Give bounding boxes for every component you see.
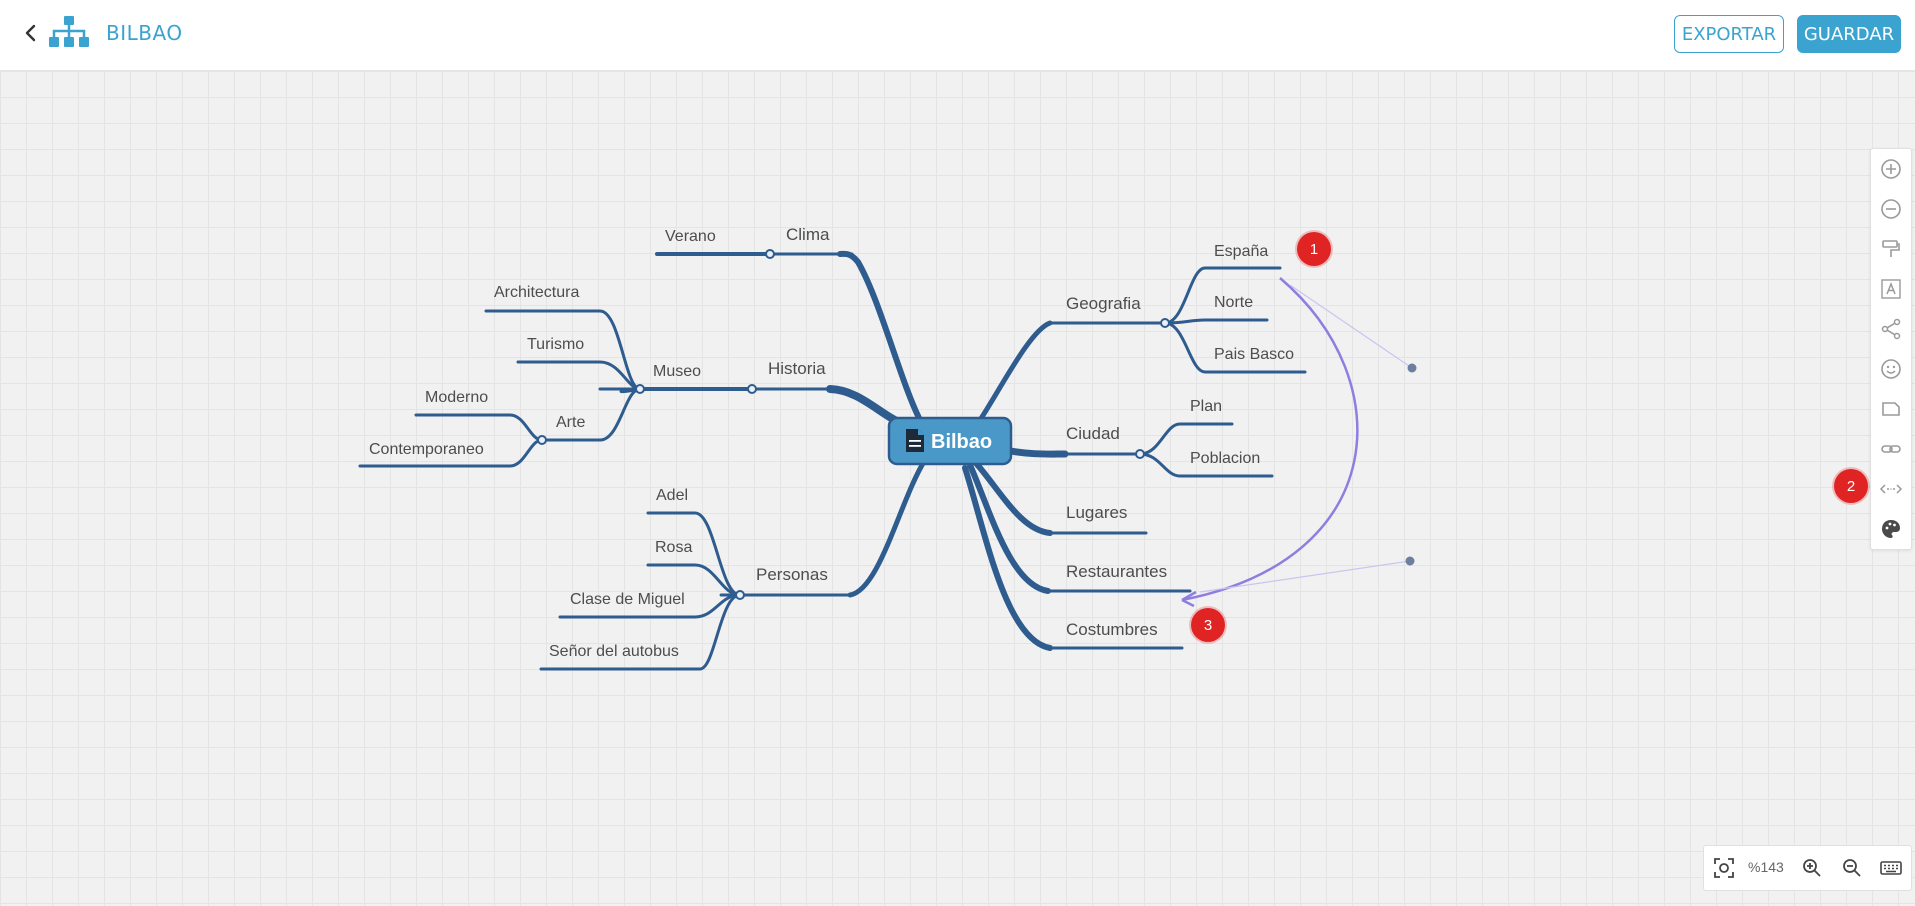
topic-plan: Plan bbox=[1190, 398, 1222, 415]
add-topic-icon[interactable] bbox=[1879, 157, 1903, 181]
topic-adel: Adel bbox=[656, 487, 688, 504]
export-button[interactable]: EXPORTAR bbox=[1674, 15, 1784, 53]
badge-1: 1 bbox=[1297, 232, 1331, 266]
branch-restaurantes bbox=[967, 462, 1051, 594]
topic-ciudad: Ciudad bbox=[1066, 424, 1120, 443]
mindmap-canvas[interactable]: Bilbao Clima Verano Historia Museo Archi… bbox=[0, 71, 1915, 906]
badge-3: 3 bbox=[1191, 608, 1225, 642]
zoom-in-icon[interactable] bbox=[1800, 856, 1824, 880]
zoom-out-icon[interactable] bbox=[1840, 856, 1864, 880]
topic-clima: Clima bbox=[786, 225, 830, 244]
relationship-line[interactable] bbox=[1181, 277, 1417, 608]
zoom-level: %143 bbox=[1748, 859, 1784, 875]
topic-architectura: Architectura bbox=[494, 284, 579, 301]
topic-restaurantes: Restaurantes bbox=[1066, 562, 1167, 581]
header: BILBAO EXPORTAR GUARDAR bbox=[0, 0, 1915, 71]
branch-lugares bbox=[972, 459, 1053, 536]
topic-contemporaneo: Contemporaneo bbox=[369, 441, 484, 458]
topic-senor-del-autobus: Señor del autobus bbox=[549, 643, 679, 660]
topic-verano: Verano bbox=[665, 228, 716, 245]
relationship-icon[interactable] bbox=[1879, 477, 1903, 501]
topic-pais-basco: Pais Basco bbox=[1214, 346, 1294, 363]
palette-icon[interactable] bbox=[1879, 517, 1903, 541]
topic-clase-de-miguel: Clase de Miguel bbox=[570, 591, 685, 608]
central-topic[interactable]: Bilbao bbox=[887, 416, 1013, 466]
topic-geografia: Geografia bbox=[1066, 294, 1141, 313]
topic-historia: Historia bbox=[768, 359, 826, 378]
central-topic-label: Bilbao bbox=[931, 431, 992, 453]
topic-poblacion: Poblacion bbox=[1190, 450, 1260, 467]
topic-museo: Museo bbox=[653, 363, 701, 380]
branch-geografia bbox=[977, 320, 1053, 423]
topic-espana: España bbox=[1214, 243, 1268, 260]
chevron-left-icon[interactable] bbox=[20, 20, 42, 46]
save-button[interactable]: GUARDAR bbox=[1797, 15, 1901, 53]
link-icon[interactable] bbox=[1879, 437, 1903, 461]
topic-personas: Personas bbox=[756, 565, 828, 584]
branch-costumbres bbox=[962, 465, 1053, 651]
document-icon bbox=[906, 429, 924, 452]
branch-ciudad bbox=[1001, 446, 1069, 458]
right-toolbar bbox=[1870, 148, 1912, 550]
fit-screen-icon[interactable] bbox=[1712, 856, 1736, 880]
topic-costumbres: Costumbres bbox=[1066, 620, 1158, 639]
text-style-icon[interactable] bbox=[1879, 277, 1903, 301]
topic-norte: Norte bbox=[1214, 294, 1253, 311]
topic-lugares: Lugares bbox=[1066, 503, 1127, 522]
topic-moderno: Moderno bbox=[425, 389, 488, 406]
share-icon[interactable] bbox=[1879, 317, 1903, 341]
topic-turismo: Turismo bbox=[527, 336, 584, 353]
map-title: BILBAO bbox=[106, 21, 183, 45]
emoji-icon[interactable] bbox=[1879, 357, 1903, 381]
note-icon[interactable] bbox=[1879, 397, 1903, 421]
branch-personas bbox=[847, 457, 928, 598]
sitemap-icon bbox=[49, 16, 89, 47]
mindmap: Bilbao Clima Verano Historia Museo Archi… bbox=[358, 225, 1417, 671]
format-painter-icon[interactable] bbox=[1879, 237, 1903, 261]
topic-arte: Arte bbox=[556, 414, 585, 431]
zoom-bar: %143 bbox=[1703, 845, 1912, 891]
badge-2: 2 bbox=[1834, 469, 1868, 503]
keyboard-icon[interactable] bbox=[1879, 856, 1903, 880]
topic-rosa: Rosa bbox=[655, 539, 692, 556]
remove-topic-icon[interactable] bbox=[1879, 197, 1903, 221]
